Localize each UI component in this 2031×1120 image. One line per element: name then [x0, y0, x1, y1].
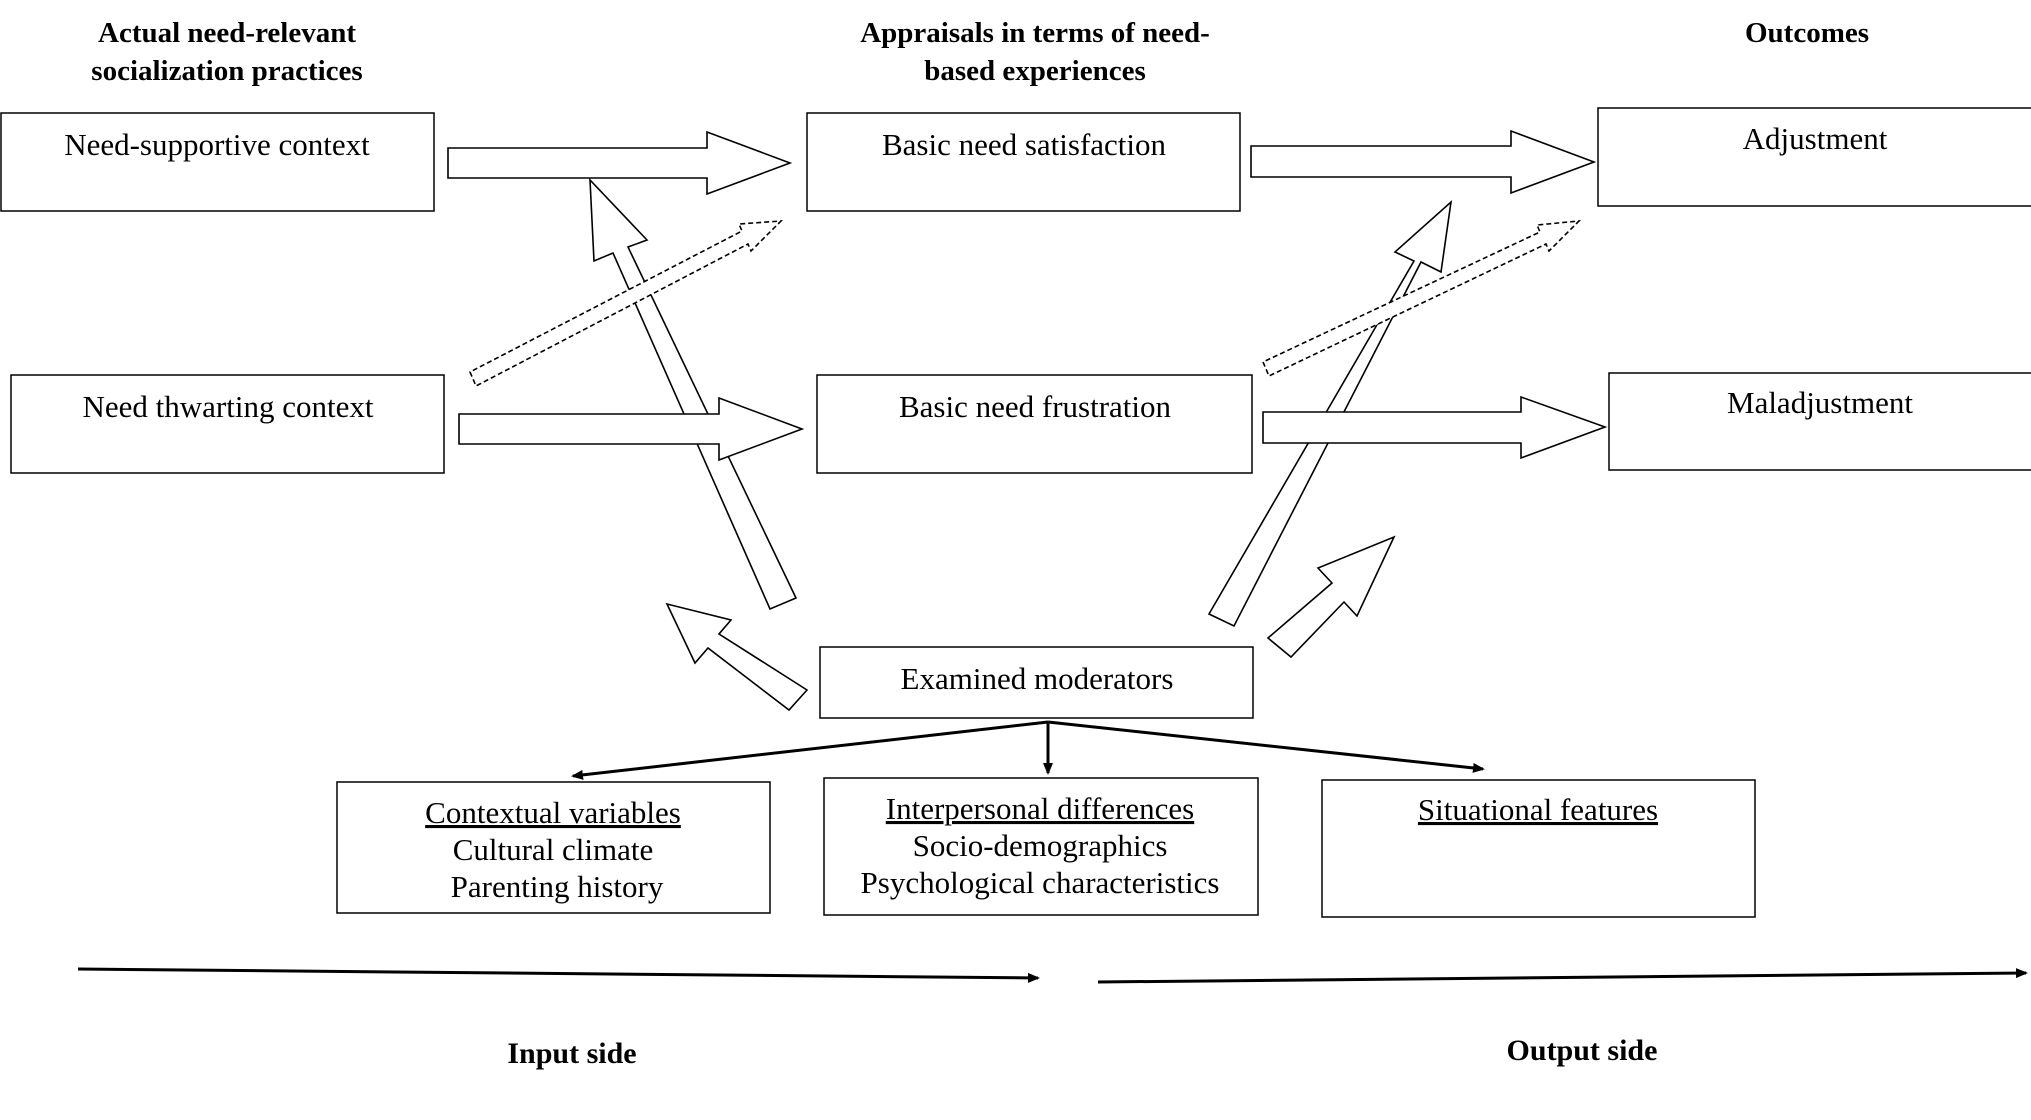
frustration-to-maladjustment-arrow — [1262, 395, 1608, 460]
satisfaction-label: Basic need satisfaction — [882, 127, 1167, 162]
interpersonal-item-socio-demographics: Socio-demographics — [913, 828, 1168, 863]
moderators-short-left-arrow — [665, 602, 809, 712]
contextual-variables-title: Contextual variables — [425, 795, 681, 830]
situational-features-title: Situational features — [1418, 792, 1658, 827]
frustration-label: Basic need frustration — [899, 389, 1172, 424]
moderators-to-situational-arrow — [1047, 720, 1485, 773]
situational-features-box — [1321, 779, 1756, 918]
contextual-variables-box — [336, 781, 771, 914]
satisfaction-box — [806, 112, 1241, 212]
need-thwarting-box — [10, 374, 445, 474]
need-supportive-label: Need-supportive context — [64, 127, 370, 162]
maladjustment-label: Maladjustment — [1727, 385, 1913, 420]
interpersonal-differences-box — [823, 777, 1259, 916]
moderators-box — [819, 646, 1254, 719]
header-input-practices-line2: socialization practices — [91, 55, 362, 87]
input-side-arrow-line — [77, 967, 1040, 983]
header-outcomes: Outcomes — [1745, 17, 1869, 49]
moderators-short-right-arrow — [1266, 535, 1396, 659]
maladjustment-box — [1608, 372, 2031, 471]
header-appraisals-line2: based experiences — [924, 55, 1146, 87]
need-supportive-box — [0, 112, 435, 212]
adjustment-label: Adjustment — [1743, 121, 1888, 156]
frustration-to-adjustment-dashed-arrow — [1261, 219, 1582, 378]
satisfaction-to-adjustment-arrow — [1250, 129, 1597, 195]
input-side-label: Input side — [507, 1037, 636, 1070]
moderators-label: Examined moderators — [901, 661, 1174, 696]
contextual-item-parenting-history: Parenting history — [451, 869, 664, 904]
moderator-to-input-arrow — [589, 177, 798, 611]
supportive-to-satisfaction-arrow — [447, 130, 793, 196]
header-appraisals-line1: Appraisals in terms of need- — [860, 17, 1210, 49]
thwarting-to-frustration-arrow — [458, 396, 805, 462]
output-side-label: Output side — [1507, 1034, 1658, 1067]
moderators-to-contextual-arrow — [571, 720, 1049, 780]
adjustment-box — [1597, 107, 2031, 207]
thwarting-to-satisfaction-dashed-arrow — [468, 220, 784, 388]
header-input-practices-line1: Actual need-relevant — [98, 17, 356, 49]
output-side-arrow-line — [1097, 968, 2028, 984]
contextual-item-cultural-climate: Cultural climate — [453, 832, 654, 867]
interpersonal-differences-title: Interpersonal differences — [886, 791, 1194, 826]
interpersonal-item-psychological: Psychological characteristics — [861, 865, 1220, 900]
frustration-box — [816, 374, 1253, 474]
need-thwarting-label: Need thwarting context — [83, 389, 374, 424]
